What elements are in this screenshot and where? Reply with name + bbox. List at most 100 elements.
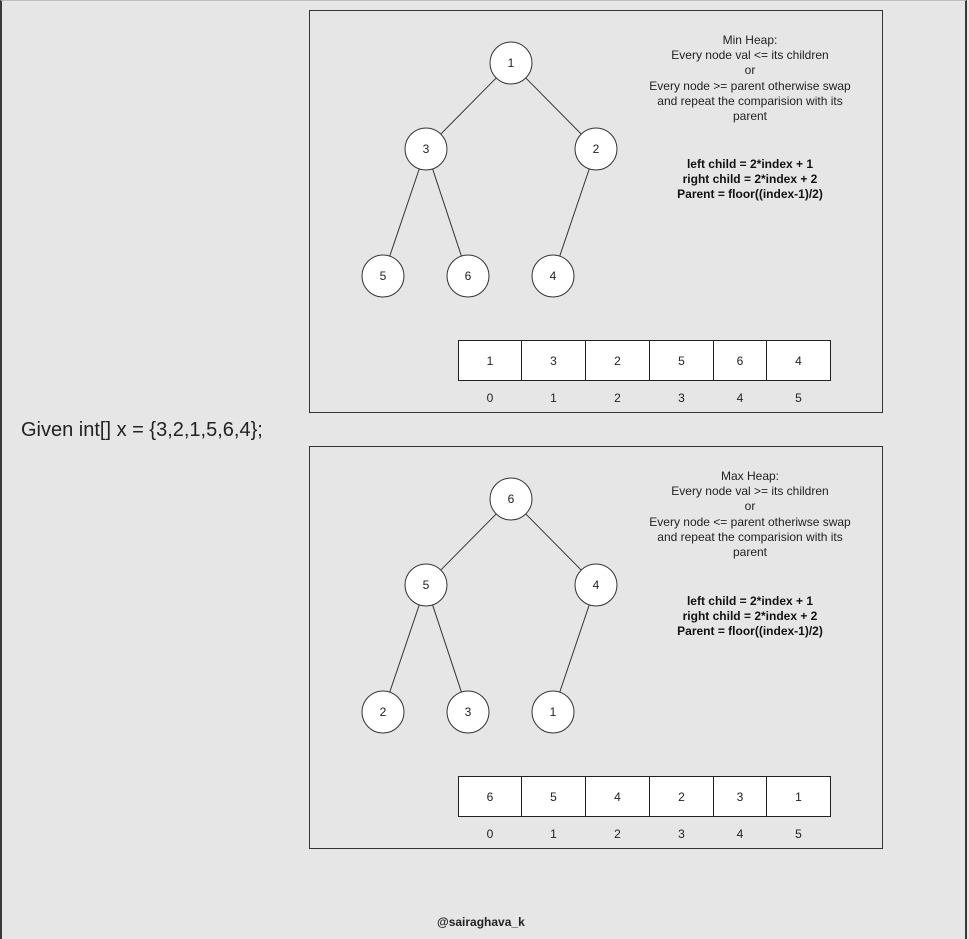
tree-edge [525,513,582,571]
max-heap-tree: 6 5 4 2 3 1 [361,477,618,734]
tree-edge [559,168,590,257]
array-index: 4 [736,391,744,405]
desc-line: parent [732,545,768,560]
tree-node: 4 [531,254,575,298]
formula-right-child: right child = 2*index + 2 [682,172,818,187]
desc-line: and repeat the comparision with its [657,93,843,108]
tree-edge [559,604,590,693]
node-value: 4 [593,578,600,592]
desc-line: Every node val >= its children [671,484,829,499]
array-cell: 6 [713,340,767,381]
tree-edge [525,77,582,135]
node-circle [361,254,405,298]
node-value: 3 [465,705,472,719]
node-value: 3 [423,142,430,156]
array-cell: 1 [766,776,831,817]
node-circle [489,477,533,521]
array-index: 2 [614,827,621,841]
array-cell: 5 [521,776,586,817]
node-value: 5 [423,578,430,592]
formula-parent: Parent = floor((index-1)/2) [677,187,823,202]
array-index: 4 [736,827,744,841]
node-circle [489,41,533,85]
node-circle [446,254,490,298]
node-circle [361,690,405,734]
array-index: 2 [614,391,621,405]
node-value: 6 [508,492,515,506]
tree-edge [440,513,497,571]
desc-line: Every node >= parent otherwise swap [649,78,851,93]
min-heap-formulas: left child = 2*index + 1 right child = 2… [630,157,870,203]
desc-line: and repeat the comparision with its [657,529,843,544]
tree-node: 4 [574,563,618,607]
tree-edge [389,168,420,257]
array-cell: 2 [649,776,714,817]
formula-left-child: left child = 2*index + 1 [686,594,814,608]
array-cell: 5 [649,340,714,381]
array-index: 1 [550,391,557,405]
node-value: 5 [380,269,387,283]
desc-line: Every node <= parent otheriwse swap [649,514,851,529]
node-value: 1 [508,56,515,70]
min-heap-description: Min Heap: Every node val <= its children… [630,33,870,124]
max-heap-formulas: left child = 2*index + 1 right child = 2… [630,594,870,640]
tree-node: 5 [404,563,448,607]
formula-left-child: left child = 2*index + 1 [686,157,814,171]
node-value: 4 [550,269,557,283]
tree-node: 3 [404,127,448,171]
node-value: 1 [550,705,557,719]
array-cell: 6 [458,776,522,817]
array-index: 3 [678,391,685,405]
node-circle [531,690,575,734]
array-cell: 1 [458,340,522,381]
node-circle [531,254,575,298]
max-heap-indices: 0 1 2 3 4 5 [458,827,831,841]
node-circle [574,563,618,607]
tree-node: 3 [446,690,490,734]
array-index: 5 [795,391,802,405]
desc-line: Every node val <= its children [671,48,829,63]
node-value: 6 [465,269,472,283]
tree-node: 2 [574,127,618,171]
array-cell: 3 [713,776,767,817]
formula-parent: Parent = floor((index-1)/2) [677,624,823,639]
node-circle [404,563,448,607]
max-heap-array: 6 5 4 2 3 1 [458,776,831,817]
tree-node: 2 [361,690,405,734]
min-heap-array: 1 3 2 5 6 4 [458,340,831,381]
array-index: 3 [678,827,685,841]
desc-line: or [744,63,756,78]
desc-line: or [744,499,756,514]
array-index: 1 [550,827,557,841]
node-value: 2 [593,142,600,156]
tree-node: 5 [361,254,405,298]
tree-node: 1 [531,690,575,734]
desc-line: parent [732,109,768,124]
node-value: 2 [380,705,387,719]
tree-node: 1 [489,41,533,85]
tree-edge [432,168,462,257]
array-index: 0 [486,827,494,841]
min-heap-tree: 1 3 2 5 6 4 [361,41,618,298]
node-circle [404,127,448,171]
array-index: 5 [795,827,802,841]
node-circle [574,127,618,171]
tree-edge [389,604,420,693]
tree-edge [440,77,497,135]
array-cell: 4 [766,340,831,381]
node-circle [446,690,490,734]
array-cell: 3 [521,340,586,381]
tree-node: 6 [489,477,533,521]
min-heap-indices: 0 1 2 3 4 5 [458,391,831,405]
desc-line: Min Heap: [722,33,778,47]
author-credit: @sairaghava_k [437,915,525,929]
formula-right-child: right child = 2*index + 2 [682,609,818,624]
desc-line: Max Heap: [720,469,780,483]
array-index: 0 [486,391,494,405]
max-heap-description: Max Heap: Every node val >= its children… [630,469,870,560]
array-cell: 2 [585,340,650,381]
tree-node: 6 [446,254,490,298]
given-array-text: Given int[] x = {3,2,1,5,6,4}; [21,419,263,441]
